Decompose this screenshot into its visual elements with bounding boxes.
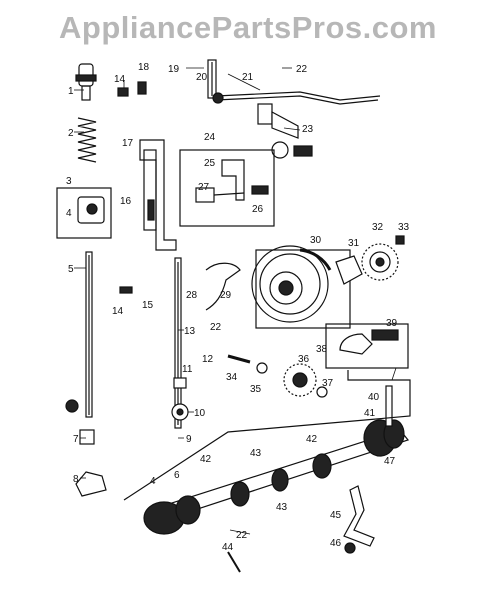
callout-label: 21 [242, 72, 254, 83]
part-crank-23 [257, 103, 313, 159]
callout-label: 26 [252, 204, 264, 215]
callout-label: 24 [204, 132, 216, 143]
callout-label: 4 [150, 476, 156, 487]
part-lever-45-46 [343, 485, 375, 554]
callout-label: 38 [316, 344, 328, 355]
callout-label: 47 [384, 456, 396, 467]
callout-label: 34 [226, 372, 238, 383]
part-motor-pulley-30 [251, 245, 332, 323]
callout-label: 8 [73, 474, 79, 485]
callout-label: 18 [138, 62, 150, 73]
part-guide-bracket [56, 187, 112, 239]
part-gear-36 [283, 363, 328, 398]
callout-label: 42 [306, 434, 318, 445]
callout-label: 12 [202, 354, 214, 365]
callout-label: 37 [322, 378, 334, 389]
callout-label: 20 [196, 72, 208, 83]
part-shaft-21 [212, 91, 381, 105]
part-presser-bar-frame [139, 139, 177, 251]
callout-label: 40 [368, 392, 380, 403]
part-screw-33 [395, 235, 405, 245]
callout-label: 19 [168, 64, 180, 75]
part-screw-44 [227, 551, 241, 573]
part-screw-14 [117, 87, 133, 294]
part-rod-20 [207, 59, 217, 99]
callout-label: 7 [73, 434, 79, 445]
callout-label: 32 [372, 222, 384, 233]
callout-label: 16 [120, 196, 132, 207]
callout-label: 2 [68, 128, 74, 139]
callout-label: 15 [142, 300, 154, 311]
part-thread-take-up [75, 63, 97, 101]
callout-label: 14 [112, 306, 124, 317]
part-main-shaft [143, 419, 410, 535]
callout-label: 41 [364, 408, 376, 419]
callout-label: 22 [236, 530, 248, 541]
part-needle-bar [85, 251, 93, 418]
callout-label: 35 [250, 384, 262, 395]
section-outline [123, 370, 411, 501]
callout-label: 44 [222, 542, 234, 553]
part-bracket-31 [335, 255, 363, 285]
part-box-30 [255, 249, 351, 329]
part-needle-clamp [65, 399, 107, 497]
callout-label: 30 [310, 235, 322, 246]
callout-label: 5 [68, 264, 74, 275]
callout-label: 25 [204, 158, 216, 169]
callout-label: 45 [330, 510, 342, 521]
callout-label: 28 [186, 290, 198, 301]
callout-label: 42 [200, 454, 212, 465]
callout-label: 39 [386, 318, 398, 329]
callout-label: 27 [198, 182, 210, 193]
callout-label: 43 [276, 502, 288, 513]
part-screw-18 [137, 81, 147, 95]
callout-label: 33 [398, 222, 410, 233]
part-presser-foot-lifter [171, 377, 189, 421]
callout-label: 4 [66, 208, 72, 219]
callout-label: 17 [122, 138, 134, 149]
callout-label: 22 [296, 64, 308, 75]
watermark-logo: AppliancePartsPros.com [59, 10, 437, 45]
callout-labels: 1 2 3 4 5 7 8 9 10 11 12 13 14 14 15 16 … [66, 62, 410, 553]
callout-label: 10 [194, 408, 206, 419]
callout-label: 6 [174, 470, 180, 481]
part-box-24 [179, 149, 275, 227]
callout-label: 11 [182, 364, 193, 375]
callout-label: 29 [220, 290, 232, 301]
part-spring [77, 117, 97, 163]
callout-label: 1 [68, 86, 74, 97]
part-gear-32 [361, 243, 399, 281]
part-lever-28-29 [205, 262, 241, 311]
part-pin-34-35 [227, 354, 268, 374]
callout-label: 9 [186, 434, 192, 445]
callout-label: 13 [184, 326, 196, 337]
callout-label: 23 [302, 124, 314, 135]
part-bracket-38-39 [325, 323, 409, 369]
callout-label: 46 [330, 538, 342, 549]
callout-label: 31 [348, 238, 360, 249]
part-screw-40 [385, 385, 393, 427]
leader-lines [74, 67, 397, 535]
part-presser-bar [174, 257, 182, 429]
callout-label: 22 [210, 322, 222, 333]
callout-label: 36 [298, 354, 310, 365]
callout-label: 14 [114, 74, 126, 85]
callout-label: 3 [66, 176, 72, 187]
callout-label: 43 [250, 448, 262, 459]
